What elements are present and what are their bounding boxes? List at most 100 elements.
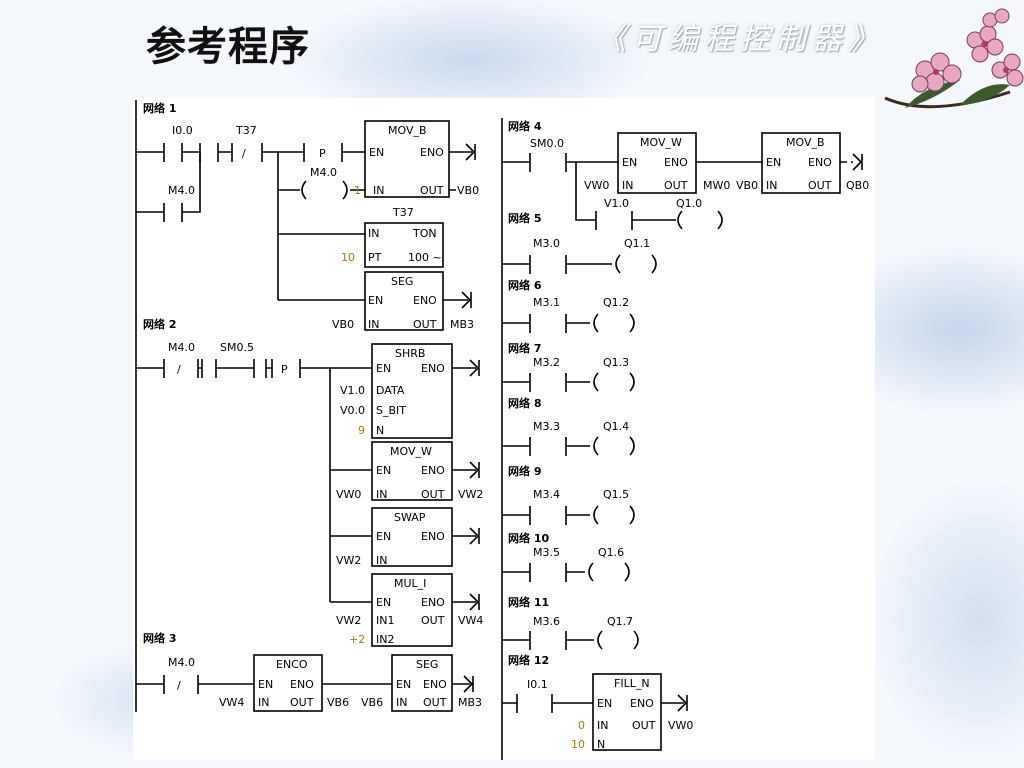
ton-in: IN [368, 227, 379, 240]
muli-en: EN [376, 596, 391, 609]
enco-box [253, 654, 323, 712]
course-title: 《可编程控制器》 [596, 22, 884, 57]
movb-eno-arrow [449, 143, 476, 191]
movb-2-out-operand: QB0 [846, 179, 869, 192]
coil-Q1.5-label: Q1.5 [603, 488, 629, 501]
network-11-label: 网络 11 [508, 595, 549, 609]
ton-base: 100 ~ [408, 251, 442, 264]
network-3-contact [136, 675, 254, 694]
shrb-sbit: S_BIT [376, 404, 406, 417]
rung-7 [502, 372, 635, 392]
filln-name: FILL_N [614, 677, 650, 690]
network-12-contact [502, 694, 593, 713]
coil-M4.0-label: M4.0 [310, 166, 337, 179]
network-6-label: 网络 6 [508, 278, 542, 292]
rung-11 [502, 630, 639, 650]
p-label-2: P [281, 363, 288, 376]
seg-box-1 [364, 271, 444, 331]
coil-Q1.7-label: Q1.7 [607, 615, 633, 628]
swap-eno-arrow [452, 527, 480, 545]
network-1-label: 网络 1 [143, 101, 176, 115]
filln-in-operand: 0 [578, 719, 585, 732]
network-3-label: 网络 3 [143, 631, 176, 645]
contact-M3.5-label: M3.5 [533, 546, 560, 559]
coil-Q1.0-label: Q1.0 [676, 197, 702, 210]
movw-2-name: MOV_W [640, 136, 682, 149]
branch-vertical [277, 152, 365, 300]
filln-out: OUT [632, 719, 656, 732]
network-5: 网络 5 M3.0 Q1.1 [502, 211, 657, 274]
movw-1-eno-arrow [452, 461, 480, 479]
seg-1-in-operand: VB0 [332, 318, 354, 331]
contact-M4.0-label: M4.0 [168, 184, 195, 197]
seg-box-2 [391, 654, 453, 712]
movw-2-out-operand: MW0 [703, 179, 730, 192]
coil-M4.0 [301, 180, 348, 200]
muli-in1-operand: VW2 [336, 614, 361, 627]
network-10-label: 网络 10 [508, 531, 549, 545]
seg-2-out-operand: MB3 [458, 696, 482, 709]
shrb-sbit-operand: V0.0 [340, 404, 365, 417]
movw-1-name: MOV_W [390, 445, 432, 458]
nc-slash-3: / [177, 679, 181, 692]
movw-1-in-operand: VW0 [336, 488, 361, 501]
movb-2-out: OUT [808, 179, 832, 192]
movb-2-in: IN [766, 179, 777, 192]
enco-in-operand: VW4 [219, 696, 244, 709]
enco-eno: ENO [290, 678, 314, 691]
ton-name: TON [412, 227, 437, 240]
network-5-label: 网络 5 [508, 211, 541, 225]
contact-M4.0-nc-label: M4.0 [168, 341, 195, 354]
nc-slash-2: / [177, 363, 181, 376]
enco-out-operand: VB6 [327, 696, 349, 709]
seg-1-in: IN [368, 318, 379, 331]
rung-9 [502, 505, 635, 525]
rung-10 [502, 562, 630, 582]
muli-name: MUL_I [394, 577, 426, 590]
enco-out: OUT [290, 696, 314, 709]
swap-en: EN [376, 530, 391, 543]
network-2-branches [329, 368, 372, 603]
swap-eno: ENO [421, 530, 445, 543]
shrb-data-operand: V1.0 [340, 384, 365, 397]
nc-slash: / [242, 147, 246, 160]
network-8: 网络 8 M3.3 Q1.4 [502, 396, 635, 456]
shrb-data: DATA [376, 384, 405, 397]
muli-out: OUT [421, 614, 445, 627]
rung-6 [502, 313, 635, 333]
filln-en: EN [597, 697, 612, 710]
seg-1-out-operand: MB3 [450, 318, 474, 331]
movb-out: OUT [420, 184, 444, 197]
movb-in: IN [373, 184, 384, 197]
movw-2-out: OUT [664, 179, 688, 192]
shrb-eno-arrow [452, 359, 480, 377]
ton-pt: PT [368, 251, 382, 264]
seg-1-eno: ENO [413, 294, 437, 307]
movb-2-eno-arrow [840, 153, 863, 171]
contact-V1.0-label: V1.0 [604, 197, 629, 210]
network-6: 网络 6 M3.1 Q1.2 [502, 278, 635, 333]
shrb-en: EN [376, 362, 391, 375]
network-4-contact [502, 153, 618, 172]
movb-box-2 [761, 132, 841, 194]
operand-1: 1 [354, 184, 361, 197]
movb-name: MOV_B [388, 124, 427, 137]
movw-box-1 [371, 441, 453, 501]
contact-M3.3-label: M3.3 [533, 420, 560, 433]
swap-box [371, 507, 453, 567]
movw-2-in: IN [622, 179, 633, 192]
muli-out-operand: VW4 [458, 614, 483, 627]
muli-in2: IN2 [376, 633, 394, 646]
seg-2-out: OUT [423, 696, 447, 709]
seg-2-en: EN [396, 678, 411, 691]
enco-en: EN [258, 678, 273, 691]
coil-Q1.6-label: Q1.6 [598, 546, 624, 559]
shrb-box [371, 343, 453, 439]
coil-Q1.4-label: Q1.4 [603, 420, 629, 433]
enco-name: ENCO [276, 658, 308, 671]
network-2-contacts [136, 359, 372, 378]
swap-in-operand: VW2 [336, 554, 361, 567]
page-title: 参考程序 [146, 23, 310, 70]
filln-in: IN [597, 719, 608, 732]
